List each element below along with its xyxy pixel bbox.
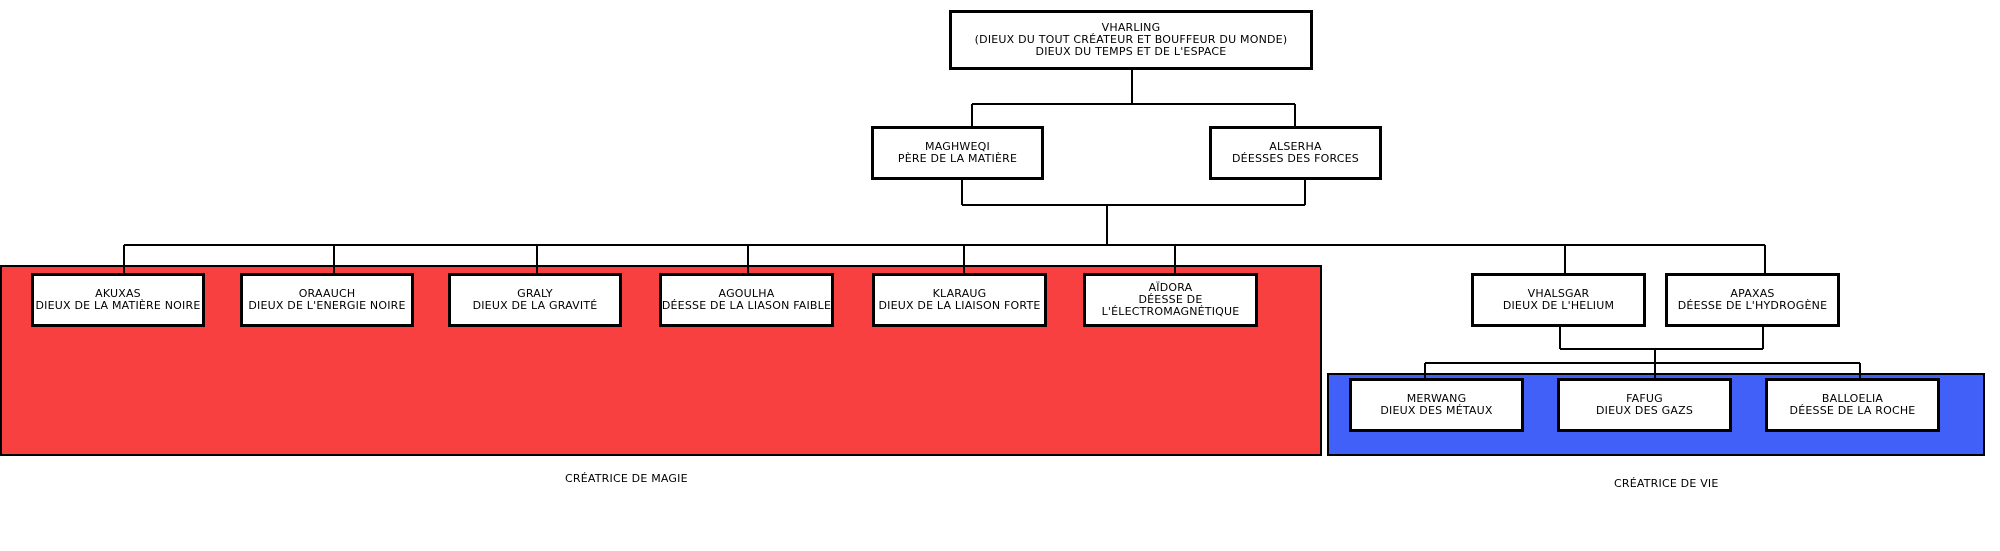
node-name: Balloelia [1821,392,1884,405]
node-name: Agoulha [718,287,775,300]
node-domain: Déesse de la roche [1789,404,1916,417]
node-name: Vhalsgar [1527,287,1590,300]
node-domain: Dieux de l'energie noire [248,299,406,312]
node-domain: Dieux de la liaison forte [878,299,1041,312]
magic-group-caption: Créatrice de magie [565,472,688,485]
node-fafug: Fafug Dieux des gazs [1557,378,1732,432]
node-name: Fafug [1626,392,1663,405]
node-domain: l'électromagnétique [1101,305,1240,318]
node-title: (Dieux du tout créateur et bouffeur du m… [974,33,1288,46]
node-domain: Père de la matière [897,152,1018,165]
node-agoulha: Agoulha Déesse de la liason faible [659,273,834,327]
node-name: Vharling [1101,21,1161,34]
node-name: Merwang [1406,392,1467,405]
node-vhalsgar: Vhalsgar Dieux de l'helium [1471,273,1646,327]
node-oraauch: Oraauch Dieux de l'energie noire [240,273,414,327]
node-name: Apaxas [1730,287,1775,300]
node-domain: Dieux du temps et de l'espace [1035,45,1227,58]
node-domain: Déesse de la liason faible [661,299,832,312]
node-domain: Déesse de l'hydrogène [1677,299,1828,312]
node-klaraug: Klaraug Dieux de la liaison forte [872,273,1047,327]
node-domain: Dieux des gazs [1595,404,1693,417]
node-name: Alserha [1269,140,1322,153]
node-domain: Dieux de l'helium [1502,299,1615,312]
node-balloelia: Balloelia Déesse de la roche [1765,378,1940,432]
node-domain: Dieux de la matière noire [35,299,201,312]
node-merwang: Merwang Dieux des métaux [1349,378,1524,432]
node-graly: Graly Dieux de la gravité [448,273,622,327]
node-domain: Déesses des forces [1232,152,1359,165]
node-name: Aïdora [1148,281,1193,294]
node-vharling: Vharling (Dieux du tout créateur et bouf… [949,10,1313,70]
node-name: Oraauch [298,287,356,300]
node-domain: Dieux de la gravité [472,299,598,312]
node-name: Akuxas [95,287,141,300]
life-group-caption: Créatrice de vie [1614,477,1719,490]
node-name: Maghweqi [925,140,990,153]
node-alserha: Alserha Déesses des forces [1209,126,1382,180]
node-apaxas: Apaxas Déesse de l'hydrogène [1665,273,1840,327]
node-title: Déesse de [1138,293,1203,306]
node-name: Klaraug [932,287,987,300]
node-domain: Dieux des métaux [1380,404,1493,417]
node-maghweqi: Maghweqi Père de la matière [871,126,1044,180]
node-name: Graly [517,287,553,300]
node-aidora: Aïdora Déesse de l'électromagnétique [1083,273,1258,327]
node-akuxas: Akuxas Dieux de la matière noire [31,273,205,327]
